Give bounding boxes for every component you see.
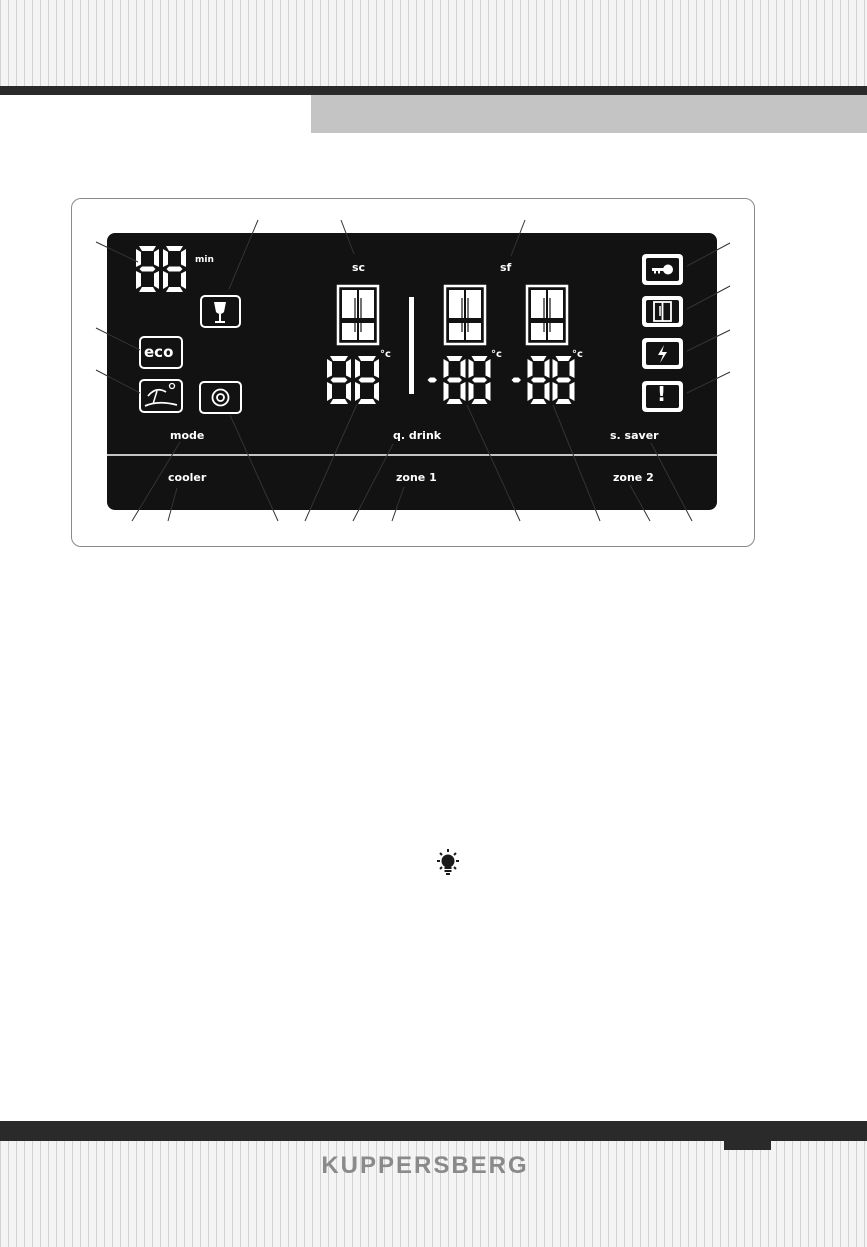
digit-segment: [163, 249, 168, 267]
digit-segment: [527, 359, 533, 378]
digit-segment: [136, 249, 141, 267]
digit-segment: [555, 356, 572, 361]
celsius-label: °c: [380, 349, 391, 360]
digit-segment: [544, 382, 550, 401]
bottom-stripe-band: [0, 1141, 867, 1247]
digit-segment: [166, 246, 183, 251]
digit-segment: [485, 359, 491, 378]
digit-segment: [556, 377, 571, 383]
page-number-tab: [724, 1141, 771, 1150]
digit-segment: [166, 287, 183, 292]
digit-segment: [460, 359, 466, 378]
fridge-temp-digits: [327, 356, 379, 404]
digit-segment: [552, 359, 558, 378]
digit-segment: [136, 271, 141, 289]
callout-lines: [95, 219, 731, 522]
digit-segment: [139, 266, 156, 272]
digit-segment: [355, 359, 360, 378]
digit-segment: [374, 382, 379, 401]
zone2-temp-digits: [511, 356, 575, 404]
turbo-icon: [199, 381, 242, 414]
cooler-label: cooler: [168, 471, 207, 484]
digit-segment: [374, 359, 379, 378]
display-panel-diagram: [95, 219, 731, 522]
digit-segment: [181, 249, 186, 267]
eco-icon: [139, 336, 183, 369]
top-dark-bar: [0, 86, 867, 95]
brand-logo: KUPPERSBERG: [321, 1152, 529, 1179]
digit-segment: [530, 399, 547, 404]
digit-segment: [358, 377, 376, 383]
min-label: min: [195, 255, 214, 265]
digit-segment: [471, 399, 488, 404]
fridge-icon: [336, 284, 380, 346]
digit-segment: [460, 382, 466, 401]
celsius-label: °c: [572, 349, 583, 360]
digit-segment: [468, 382, 474, 401]
digit-segment: [139, 246, 156, 251]
s-saver-label: s. saver: [610, 429, 659, 442]
digit-segment: [569, 382, 575, 401]
digit-segment: [181, 271, 186, 289]
digit-segment: [446, 399, 463, 404]
sc-label: sc: [352, 261, 366, 274]
digit-segment: [569, 359, 575, 378]
bottom-dark-bar: [0, 1121, 867, 1141]
key-lock-icon: [642, 254, 683, 285]
digit-segment: [468, 359, 474, 378]
digit-segment: [139, 287, 156, 292]
alarm-label: !: [657, 382, 667, 406]
digit-segment: [443, 382, 449, 401]
vacation-icon: [139, 379, 183, 413]
digit-segment: [511, 377, 521, 383]
digit-segment: [355, 382, 360, 401]
fridge-icon: [525, 284, 569, 346]
zone-1-label: zone 1: [396, 471, 437, 484]
digit-segment: [544, 359, 550, 378]
sf-label: sf: [500, 261, 512, 274]
digit-segment: [346, 382, 351, 401]
header-gray-bar: [311, 95, 867, 133]
digit-segment: [154, 249, 159, 267]
wine-glass-icon: [200, 295, 241, 328]
digit-segment: [446, 356, 463, 361]
digit-segment: [531, 377, 546, 383]
eco-label: eco: [144, 343, 174, 361]
digit-segment: [154, 271, 159, 289]
alarm-icon: [642, 381, 683, 412]
zone1-temp-digits: [427, 356, 491, 404]
celsius-label: °c: [491, 349, 502, 360]
top-stripe-band: [0, 0, 867, 86]
timer-digits: [136, 246, 186, 292]
digit-segment: [330, 356, 348, 361]
zone-2-label: zone 2: [613, 471, 654, 484]
digit-segment: [327, 359, 332, 378]
q-drink-label: q. drink: [393, 429, 442, 442]
digit-segment: [166, 266, 183, 272]
digit-segment: [427, 377, 437, 383]
digit-segment: [555, 399, 572, 404]
digit-segment: [346, 359, 351, 378]
digit-segment: [358, 399, 376, 404]
digit-segment: [527, 382, 533, 401]
digit-segment: [330, 399, 348, 404]
digit-segment: [330, 377, 348, 383]
digit-segment: [530, 356, 547, 361]
mode-label: mode: [170, 429, 205, 442]
digit-segment: [552, 382, 558, 401]
digit-segment: [485, 382, 491, 401]
fridge-icon: [443, 284, 487, 346]
digit-segment: [471, 356, 488, 361]
door-open-icon: [642, 296, 683, 327]
digit-segment: [358, 356, 376, 361]
digit-segment: [443, 359, 449, 378]
separator-bar: [409, 297, 414, 394]
digit-segment: [447, 377, 462, 383]
digit-segment: [327, 382, 332, 401]
lightning-icon: [642, 338, 683, 369]
digit-segment: [163, 271, 168, 289]
light-bulb-icon: [437, 849, 459, 875]
digit-segment: [472, 377, 487, 383]
